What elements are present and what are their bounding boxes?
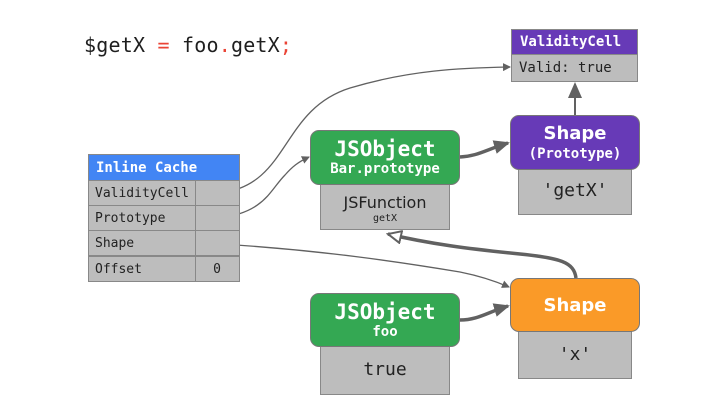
inline-cache-row: ValidityCell — [88, 180, 240, 206]
inline-cache-key: Prototype — [89, 206, 196, 230]
arrow-ic-to-validitycell — [219, 63, 511, 194]
inline-cache-key: Offset — [89, 257, 196, 281]
jsobject-foo-title: JSObject — [334, 300, 436, 324]
code-property: getX — [230, 33, 280, 57]
foo-slot-value: true — [363, 359, 407, 380]
inline-cache-row: Prototype — [88, 205, 240, 231]
code-operator: = — [157, 33, 170, 57]
inline-cache-row: Offset 0 — [88, 256, 240, 282]
code-semicolon: ; — [279, 33, 293, 57]
inline-cache-header: Inline Cache — [88, 154, 240, 181]
shape-prototype: Shape (Prototype) — [510, 115, 640, 170]
prototype-slot-subtitle: getX — [372, 213, 398, 224]
prototype-shape-slot: 'getX' — [518, 168, 632, 215]
jsobject-bar-prototype-title: JSObject — [334, 137, 436, 161]
inline-cache-key: Shape — [89, 231, 196, 255]
validity-cell-value: Valid: true — [511, 54, 638, 82]
jsobject-bar-prototype-subtitle: Bar.prototype — [330, 161, 440, 177]
prototype-shape-slot-value: 'getX' — [542, 180, 608, 201]
shape-prototype-subtitle: (Prototype) — [528, 146, 622, 162]
inline-cache-row: Shape — [88, 230, 240, 256]
code-variable: $getX — [84, 33, 146, 57]
inline-cache-value — [196, 206, 239, 230]
shape-x: Shape — [510, 278, 640, 332]
arrow-foo-to-shape — [459, 303, 510, 322]
arrow-prototype-to-prototype-shape — [459, 140, 510, 159]
arrow-ic-to-shape — [219, 243, 510, 288]
inline-cache-value: 0 — [213, 262, 221, 277]
foo-slot: true — [320, 345, 450, 395]
inline-cache-key: ValidityCell — [89, 181, 196, 205]
shape-slot: 'x' — [518, 330, 632, 379]
code-object: foo — [181, 33, 219, 57]
prototype-slot: JSFunction getX — [320, 183, 450, 230]
code-statement: $getX = foo.getX; — [84, 33, 292, 57]
shape-prototype-title: Shape — [543, 123, 607, 144]
shape-x-title: Shape — [543, 295, 607, 316]
jsobject-foo-subtitle: foo — [372, 324, 398, 340]
code-dot: . — [218, 33, 231, 57]
validity-cell-header: ValidityCell — [511, 29, 638, 55]
arrow-shape-to-prototype — [388, 234, 578, 279]
prototype-slot-title: JSFunction — [343, 193, 427, 212]
jsobject-foo: JSObject foo — [310, 293, 460, 347]
shape-slot-value: 'x' — [558, 344, 592, 365]
inline-cache-value — [196, 231, 239, 255]
arrow-ic-to-prototype — [219, 156, 310, 219]
inline-cache-value — [196, 181, 239, 205]
jsobject-bar-prototype: JSObject Bar.prototype — [310, 130, 460, 185]
